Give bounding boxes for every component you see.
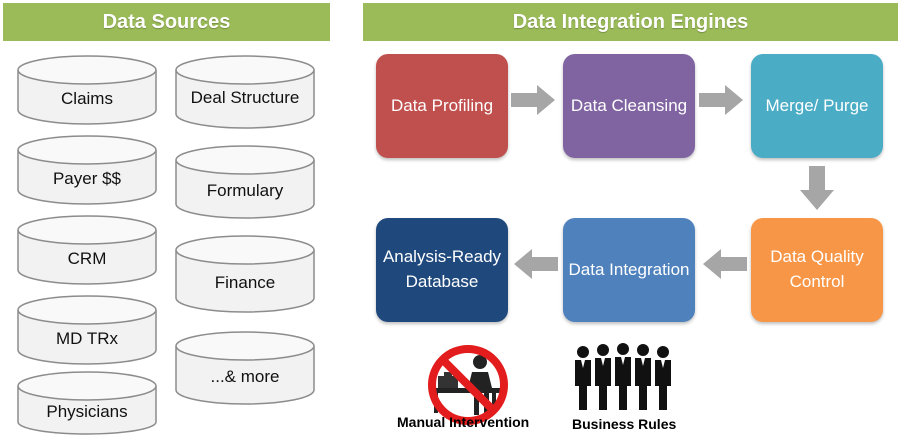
source-label: Physicians <box>46 401 128 421</box>
business-rules-label: Business Rules <box>572 416 677 432</box>
source-more: ...& more <box>174 330 316 406</box>
source-payer: Payer $$ <box>16 134 158 206</box>
business-people-icon <box>573 342 673 412</box>
source-deal-structure: Deal Structure <box>174 54 316 130</box>
source-finance: Finance <box>174 234 316 314</box>
down-arrow-icon <box>800 166 834 210</box>
left-arrow-icon <box>703 249 747 279</box>
right-arrow-icon <box>699 85 743 115</box>
left-arrow-icon <box>514 249 558 279</box>
source-label: Deal Structure <box>190 87 300 107</box>
source-label: MD TRx <box>55 328 118 348</box>
data-sources-header: Data Sources <box>3 3 330 41</box>
no-manual-work-icon <box>422 344 514 426</box>
source-crm: CRM <box>16 214 158 286</box>
source-claims: Claims <box>16 54 158 126</box>
source-md-trx: MD TRx <box>16 294 158 366</box>
data-integration-engines-header: Data Integration Engines <box>363 3 898 41</box>
engine-data-integration: Data Integration <box>563 218 695 322</box>
engine-data-quality-control: Data Quality Control <box>751 218 883 322</box>
source-formulary: Formulary <box>174 144 316 220</box>
source-label: Claims <box>61 88 113 108</box>
source-label: Finance <box>214 272 276 292</box>
manual-intervention-label: Manual Intervention <box>397 414 530 430</box>
right-arrow-icon <box>511 85 555 115</box>
source-label: Formulary <box>206 180 284 200</box>
source-label: Payer $$ <box>52 168 122 188</box>
engine-analysis-ready-database: Analysis-Ready Database <box>376 218 508 322</box>
source-label: ...& more <box>210 366 280 386</box>
engine-data-cleansing: Data Cleansing <box>563 54 695 158</box>
source-physicians: Physicians <box>16 370 158 436</box>
engine-merge-purge: Merge/ Purge <box>751 54 883 158</box>
engine-data-profiling: Data Profiling <box>376 54 508 158</box>
source-label: CRM <box>67 248 107 268</box>
